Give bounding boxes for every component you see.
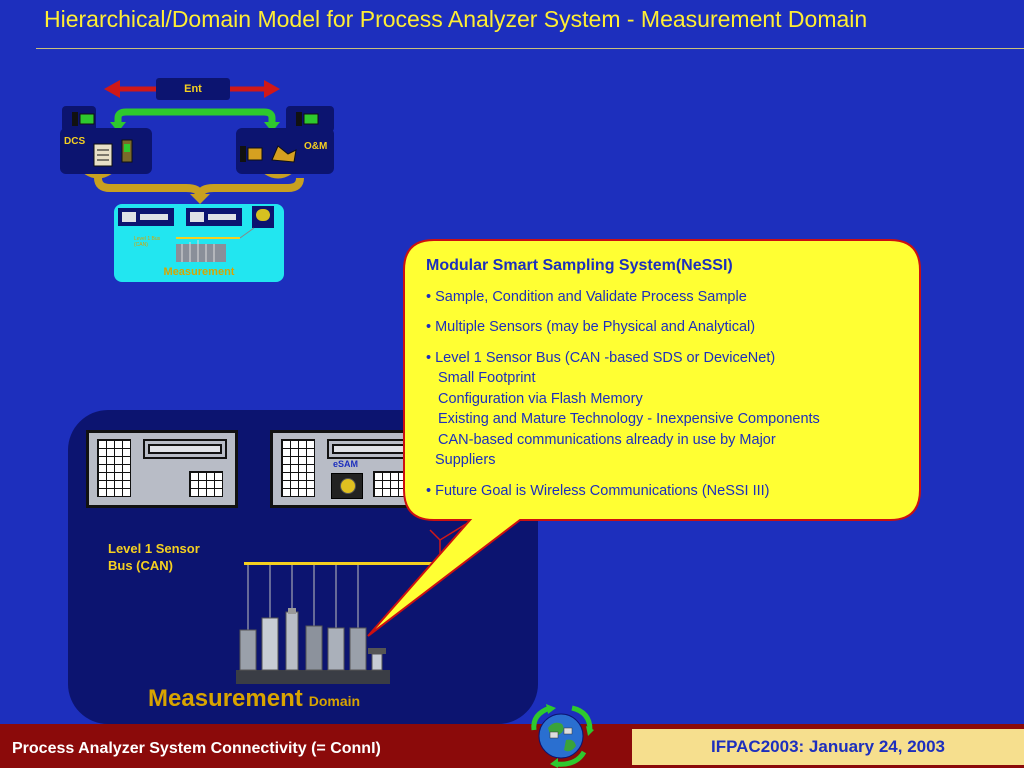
substrate-base xyxy=(236,670,390,684)
callout-title: Modular Smart Sampling System(NeSSI) xyxy=(426,257,733,274)
esam-module xyxy=(331,473,363,499)
keypad-large xyxy=(97,439,131,497)
nessi-callout-text: Modular Smart Sampling System(NeSSI) • S… xyxy=(426,256,906,511)
smiley-icon xyxy=(340,478,356,494)
dcs-node xyxy=(60,106,152,174)
small-wireless-unit xyxy=(252,206,274,228)
sensor-components xyxy=(239,608,386,671)
callout-bullet-4: • Future Goal is Wireless Communications… xyxy=(426,482,770,499)
analyzer-device-1 xyxy=(86,430,238,508)
callout-bullet-2: • Multiple Sensors (may be Physical and … xyxy=(426,319,756,335)
callout-bullet-3-text: • Level 1 Sensor Bus (CAN -based SDS or … xyxy=(426,349,776,366)
dcs-om-link-arrow xyxy=(110,108,280,132)
title-divider xyxy=(36,48,1024,49)
sensor-bus-label-line1: Level 1 Sensor xyxy=(108,541,200,556)
esam-label: eSAM xyxy=(333,459,359,469)
analyzer-display xyxy=(143,439,227,459)
esam-device: eSAM xyxy=(270,430,422,508)
callout-sub-item-continued: Suppliers xyxy=(435,452,496,468)
footer-date-box: IFPAC2003: January 24, 2003 xyxy=(632,729,1024,765)
slide-title: Hierarchical/Domain Model for Process An… xyxy=(44,6,868,32)
domain-title: Measurement xyxy=(148,685,303,712)
footer-left-text: Process Analyzer System Connectivity (= … xyxy=(12,740,381,757)
small-bus-label: Level 1 Bus (CAN) xyxy=(134,236,161,248)
bus-drops xyxy=(247,565,359,630)
small-analyzer-2 xyxy=(186,208,242,226)
callout-sub-item: Existing and Mature Technology - Inexpen… xyxy=(438,411,820,427)
keypad-small xyxy=(189,471,223,497)
keypad-large xyxy=(281,439,315,497)
sensor-bus-label-line2: Bus (CAN) xyxy=(108,558,173,573)
callout-sub-item: Configuration via Flash Memory xyxy=(438,390,643,407)
callout-bullet-1: • Sample, Condition and Validate Process… xyxy=(426,288,747,305)
small-sensor-bus xyxy=(176,227,255,262)
hierarchy-diagram xyxy=(60,80,334,204)
callout-sub-item: CAN-based communications already in use … xyxy=(438,431,776,448)
footer-right-text: IFPAC2003: January 24, 2003 xyxy=(710,737,946,756)
dcs-label: DCS xyxy=(64,136,86,147)
domain-subtitle: Domain xyxy=(308,693,361,709)
sensor-bus-label: Level 1 Sensor Bus (CAN) xyxy=(108,540,200,574)
sensor-bus-line xyxy=(244,562,440,565)
enterprise-node: Ent xyxy=(156,78,230,100)
measurement-node-small: Level 1 Bus (CAN) Measurement xyxy=(114,204,284,282)
om-label: O&M xyxy=(304,141,328,152)
keypad-small xyxy=(373,471,407,497)
small-analyzer-1 xyxy=(118,208,174,226)
om-node xyxy=(236,106,334,174)
small-measurement-label: Measurement xyxy=(163,266,235,278)
callout-bullet-3: • Level 1 Sensor Bus (CAN -based SDS or … xyxy=(426,348,906,471)
measurement-domain-label: Measurement Domain xyxy=(148,685,360,713)
recycle-globe-logo-icon xyxy=(531,704,594,768)
callout-sub-item: Small Footprint xyxy=(438,370,536,386)
